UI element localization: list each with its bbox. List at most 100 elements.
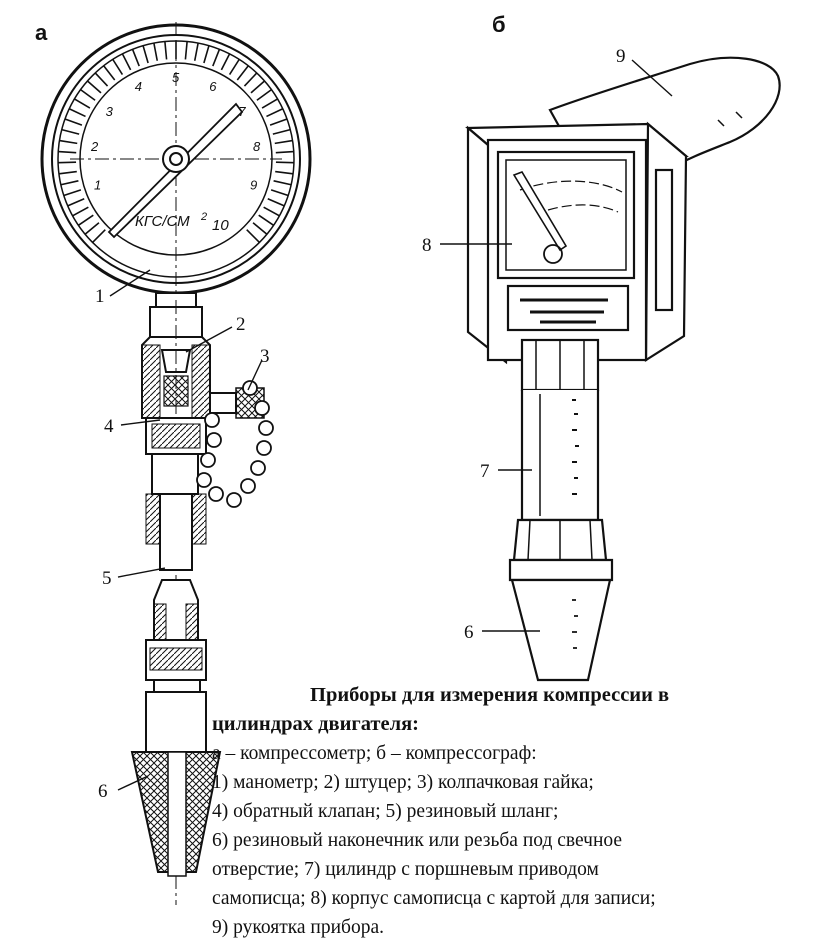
gauge-tick [256, 88, 272, 101]
rubber-hose [159, 493, 193, 571]
gauge-tick [84, 222, 100, 235]
caption-line: 6) резиновый наконечник или резьба под с… [212, 830, 623, 851]
callout-6b: 6 [464, 622, 474, 643]
gauge-scale-number: 2 [90, 139, 99, 154]
callout-8: 8 [422, 235, 432, 256]
gauge-tick [86, 80, 102, 94]
gauge-tick [58, 161, 77, 164]
compressometer: 1 2 3 4 5 6 7 8 9 КГС/СМ 2 10 [40, 22, 312, 905]
callout-5: 5 [102, 568, 112, 589]
gauge-scale-number: 5 [172, 70, 180, 85]
gauge-tick [273, 180, 292, 186]
gauge-tick [63, 189, 82, 197]
gauge-tick [269, 118, 288, 126]
gauge-tick [121, 53, 132, 71]
chain-bead [208, 486, 224, 502]
gauge-tick [164, 41, 168, 60]
gauge-tick [68, 108, 86, 118]
gauge-tick [246, 229, 261, 244]
leader-lines-b [440, 59, 673, 632]
gauge-tick [112, 58, 124, 75]
gauge-tick [67, 197, 85, 207]
caption-line: 4) обратный клапан; 5) резиновый шланг; [212, 801, 559, 822]
gauge-tick [91, 229, 106, 244]
gauge-tick [272, 128, 291, 135]
gauge-unit-superscript: 2 [200, 211, 207, 223]
chain-bead [256, 440, 272, 456]
gauge-tick [80, 88, 96, 101]
callout-4: 4 [104, 416, 114, 437]
gauge-scale-labels: 1 2 3 4 5 6 7 8 9 [90, 70, 261, 192]
gauge-tick [236, 65, 249, 81]
gauge-unit-label: КГС/СМ [135, 213, 190, 230]
piston-cylinder [520, 390, 600, 522]
caption-line: отверстие; 7) цилиндр с поршневым привод… [212, 859, 599, 880]
gauge-tick [252, 222, 268, 235]
recorder-stylus [512, 171, 568, 252]
gauge-tick [203, 45, 210, 64]
caption-line: 1) манометр; 2) штуцер; 3) колпачковая г… [212, 772, 594, 793]
chain-bead [250, 460, 266, 476]
gauge-tick [58, 150, 77, 154]
gauge-scale-number: 4 [135, 79, 142, 94]
chain-bead [242, 380, 258, 396]
gauge-tick [103, 65, 116, 81]
gauge-tick [275, 161, 294, 164]
callout-6a: 6 [98, 781, 108, 802]
gauge-tick [131, 48, 140, 67]
gauge-tick [270, 189, 289, 197]
gauge-tick [77, 214, 94, 226]
leader-lines-a [109, 269, 263, 791]
gauge-tick [72, 206, 89, 217]
gauge-tick [266, 108, 284, 118]
caption-title: Приборы для измерения компрессии в цилин… [212, 681, 822, 739]
gauge-tick [261, 98, 278, 109]
panel-label-a: а [35, 20, 48, 45]
gauge-scale-number: 9 [250, 177, 257, 192]
gauge-scale-number: 6 [209, 79, 217, 94]
gauge-tick [74, 98, 91, 109]
panel-label-b: б [492, 12, 506, 37]
gauge-tick [258, 214, 275, 226]
gauge-tick [60, 180, 79, 186]
gauge-tick [193, 42, 199, 61]
gauge-tick [274, 139, 293, 145]
gauge-tick [250, 80, 266, 94]
gauge-tick [142, 45, 149, 64]
needle-hub [162, 145, 190, 173]
gauge-tick [212, 48, 221, 67]
gauge-tick [263, 206, 280, 217]
gauge-scale-number: 1 [94, 177, 101, 192]
caption-line: самописца; 8) корпус самописца с картой … [212, 888, 656, 909]
caption-title-line-1: Приборы для измерения компрессии в [310, 684, 670, 706]
chain [196, 380, 274, 508]
chain-bead [200, 452, 216, 468]
gauge-scale-ticks [58, 41, 294, 244]
gauge-tick [94, 72, 109, 87]
rubber-nozzle [510, 578, 612, 682]
callout-1: 1 [95, 286, 105, 307]
gauge-scale-max: 10 [212, 217, 229, 234]
caption-line: а – компрессометр; б – компрессограф: [212, 743, 537, 764]
callout-7: 7 [480, 461, 490, 482]
gauge-tick [59, 139, 78, 145]
figure-caption: Приборы для измерения компрессии в цилин… [212, 681, 822, 940]
chain-bead [240, 478, 256, 494]
callout-9: 9 [616, 46, 626, 67]
gauge-tick [275, 150, 294, 154]
gauge-tick [64, 118, 83, 126]
compressograph [465, 56, 781, 682]
callout-2: 2 [236, 314, 246, 335]
gauge-tick [220, 53, 231, 71]
gauge-scale-number: 3 [106, 104, 114, 119]
gauge-tick [153, 42, 159, 61]
gauge-scale-number: 7 [238, 104, 246, 119]
gauge-tick [228, 58, 240, 75]
gauge-tick [275, 170, 294, 175]
gauge-scale-number: 8 [253, 139, 261, 154]
chain-bead [206, 432, 222, 448]
chain-bead [258, 420, 274, 436]
caption-title-line-2: цилиндрах двигателя: [212, 713, 420, 735]
